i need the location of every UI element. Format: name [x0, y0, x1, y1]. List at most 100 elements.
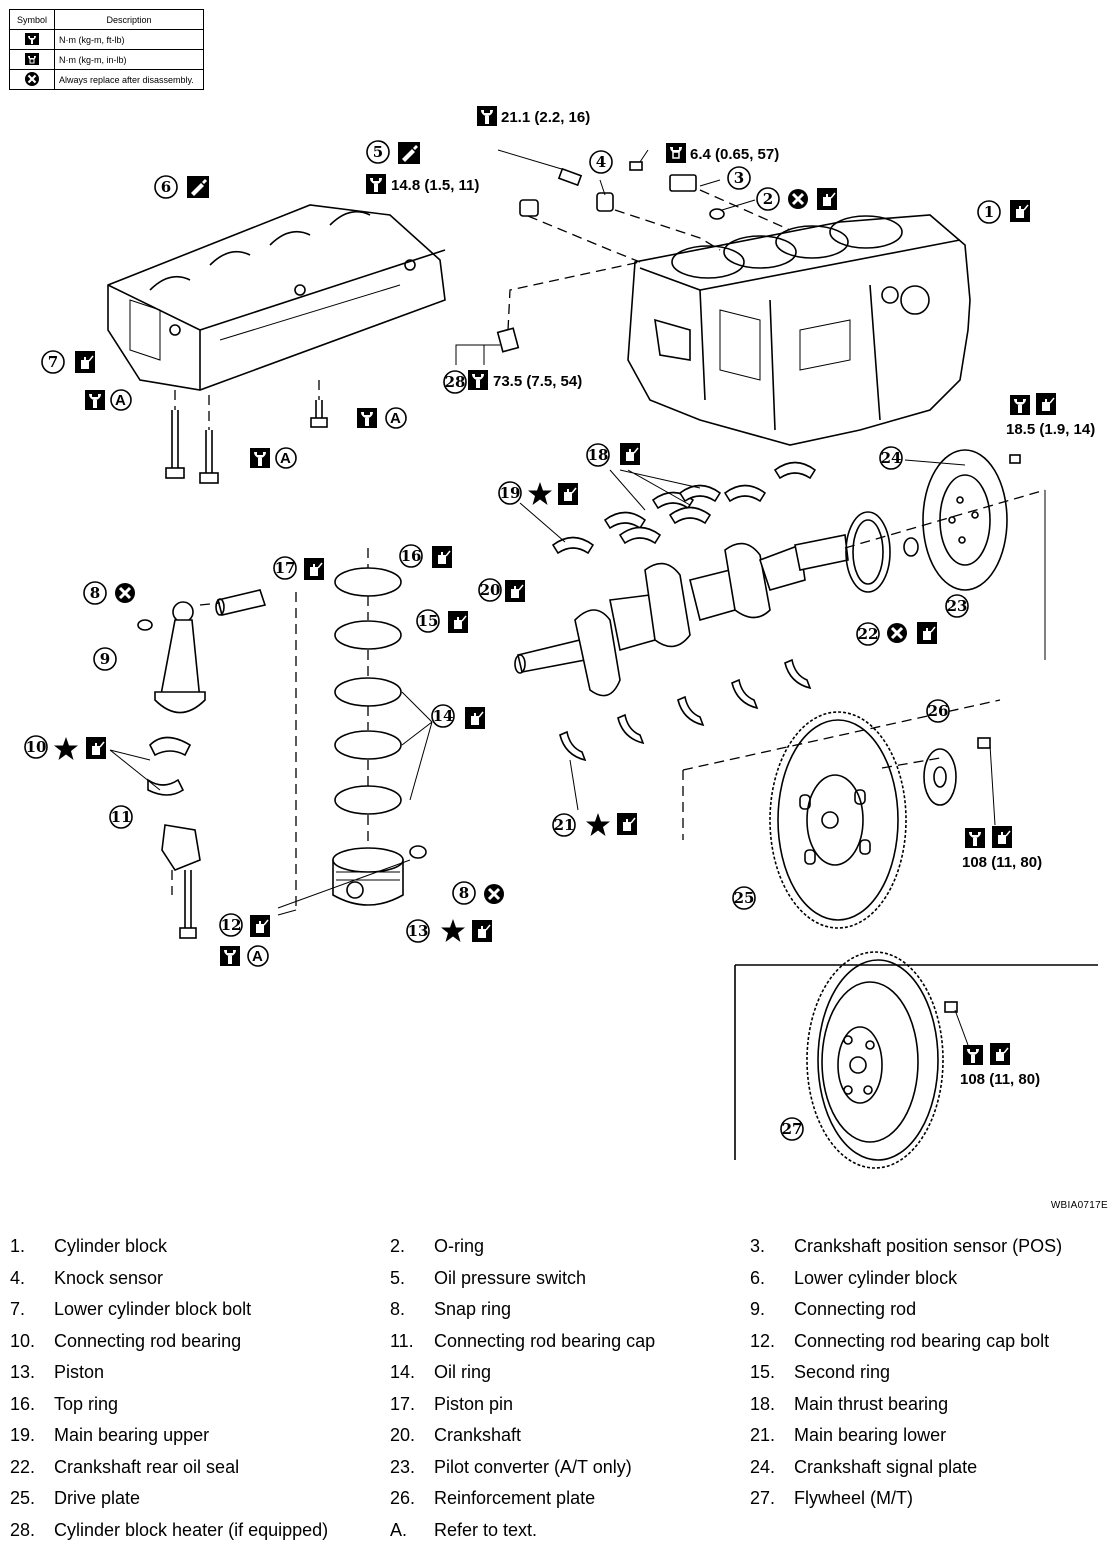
part-label: Lower cylinder block bolt: [54, 1299, 252, 1319]
legend-symbol-cell: [9, 29, 55, 50]
callout-number: 25: [734, 889, 755, 907]
part-number: 10.: [10, 1330, 36, 1351]
callout-number: 27: [782, 1120, 803, 1138]
callout-number: 16: [401, 547, 422, 565]
callout-number: 12: [221, 916, 242, 934]
callout-number: 20: [480, 581, 501, 599]
part-label: Reinforcement plate: [434, 1488, 596, 1508]
connecting-rod: [137, 589, 297, 939]
part-number: 14.: [390, 1362, 416, 1382]
legend-description: Always replace after disassembly.: [54, 69, 204, 90]
callout-19: 19: [498, 481, 522, 505]
part-label: Lower cylinder block: [794, 1267, 958, 1288]
callout-number: 28: [445, 373, 466, 391]
part-label: Cylinder block: [54, 1236, 168, 1256]
torque-spec-18-5: 18.5 (1.9, 14): [1006, 392, 1095, 438]
part-number: 21.: [750, 1425, 776, 1445]
callout-number: 17: [275, 559, 296, 577]
callout-12: 12: [219, 913, 243, 937]
callout-23: 23: [945, 594, 969, 618]
always-replace-icon: [25, 71, 39, 86]
part-number: 1.: [10, 1236, 26, 1256]
part-label: Crankshaft position sensor (POS): [794, 1236, 1063, 1256]
torque-label: 108 (11, 80): [962, 854, 1042, 871]
torque-label: 18.5 (1.9, 14): [1006, 421, 1095, 438]
part-label: O-ring: [434, 1236, 485, 1256]
legend-symbol-cell: [9, 49, 55, 70]
part-number: 28.: [10, 1519, 36, 1540]
callout-number: 9: [100, 650, 110, 668]
callout-6: 6: [154, 175, 178, 199]
part-label: Flywheel (M/T): [794, 1488, 914, 1508]
callout-28: 28: [443, 370, 467, 394]
callout-26: 26: [926, 699, 950, 723]
part-label: Main bearing lower: [794, 1425, 947, 1445]
drive-plate: [682, 699, 1001, 929]
part-label: Main thrust bearing: [794, 1393, 949, 1414]
callout-20: 20: [478, 578, 502, 602]
part-number: 8.: [390, 1299, 406, 1319]
part-number: 23.: [390, 1456, 416, 1477]
callout-15: 15: [416, 609, 440, 633]
part-number: 26.: [390, 1488, 416, 1508]
torque-label: 108 (11, 80): [960, 1071, 1040, 1088]
part-label: Connecting rod: [794, 1299, 917, 1319]
part-number: 19.: [10, 1425, 36, 1445]
part-label: Connecting rod bearing: [54, 1330, 242, 1351]
legend-row: Always replace after disassembly.: [9, 69, 204, 90]
callout-14: 14: [431, 704, 455, 728]
part-label: Second ring: [794, 1362, 891, 1382]
part-label: Crankshaft: [434, 1425, 522, 1445]
symbol-legend: Symbol Description N·m (kg-m, ft-lb) N·m…: [9, 9, 204, 90]
piston-rings-and-piston: [332, 548, 427, 906]
legend-description: N·m (kg-m, ft-lb): [54, 29, 204, 50]
torque-wrench-inlb-icon: [25, 52, 39, 65]
part-number: 22.: [10, 1456, 36, 1477]
torque-label: 6.4 (0.65, 57): [690, 146, 779, 163]
refer-to-text-markers: A A A A: [85, 389, 407, 967]
callout-number: 7: [48, 353, 58, 371]
part-number: 24.: [750, 1456, 776, 1477]
part-number: 17.: [390, 1393, 416, 1414]
crankshaft-signal-plate: [904, 449, 1046, 660]
crankshaft: [514, 489, 1046, 697]
reinforcement-plate: [923, 737, 996, 826]
callout-22: 22: [856, 622, 880, 646]
callout-7: 7: [41, 350, 65, 374]
part-number: 12.: [750, 1330, 776, 1351]
refer-a-label: A: [252, 948, 263, 965]
callout-16: 16: [399, 544, 423, 568]
block-sensors: [496, 149, 791, 353]
callout-1: 1: [977, 200, 1001, 224]
part-label: Oil pressure switch: [434, 1267, 587, 1288]
part-label: Crankshaft rear oil seal: [54, 1456, 240, 1477]
part-label: Top ring: [54, 1393, 119, 1414]
part-number: 9.: [750, 1299, 766, 1319]
callout-10: 10: [24, 735, 48, 759]
cylinder-block: [627, 214, 971, 446]
callout-13: 13: [406, 919, 430, 943]
part-number: 3.: [750, 1236, 766, 1256]
callout-number: 5: [373, 143, 383, 161]
legend-header-symbol: Symbol: [9, 9, 55, 30]
legend-description: N·m (kg-m, in-lb): [54, 49, 204, 70]
lower-cylinder-block: [107, 204, 446, 391]
refer-a-label: A: [115, 392, 126, 409]
part-label: Knock sensor: [54, 1267, 164, 1288]
callout-9: 9: [93, 647, 117, 671]
part-label: Cylinder block heater (if equipped): [54, 1519, 329, 1540]
callout-number: 10: [26, 738, 47, 756]
callout-4: 4: [589, 150, 613, 174]
callout-number: 22: [858, 625, 879, 643]
torque-label: 73.5 (7.5, 54): [493, 373, 582, 390]
figure-code: WBIA0717E: [1050, 1200, 1108, 1211]
callout-8b: 8: [452, 881, 476, 905]
